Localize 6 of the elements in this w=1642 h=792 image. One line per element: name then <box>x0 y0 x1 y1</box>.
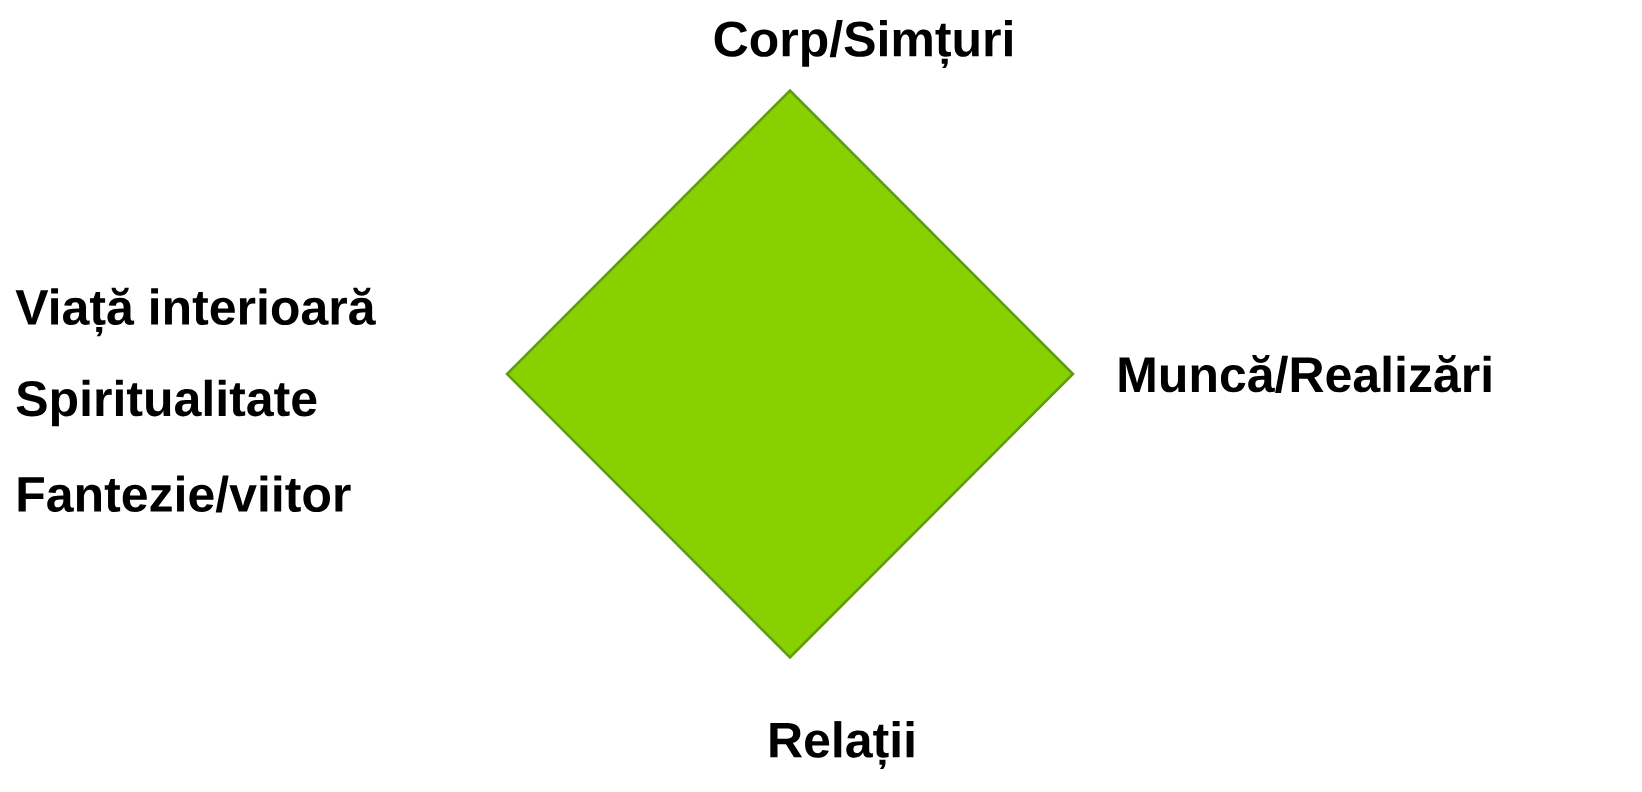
corner-label: Muncă/Realizări <box>1119 355 1491 393</box>
corner-label: Viață interioară <box>15 287 376 337</box>
corner-label: Relații <box>770 721 914 769</box>
corner-label: Spiritualitate <box>16 379 317 427</box>
corner-label: Fantezie/viitor <box>18 475 351 513</box>
corner-label: Corp/Simțuri <box>714 20 1012 68</box>
